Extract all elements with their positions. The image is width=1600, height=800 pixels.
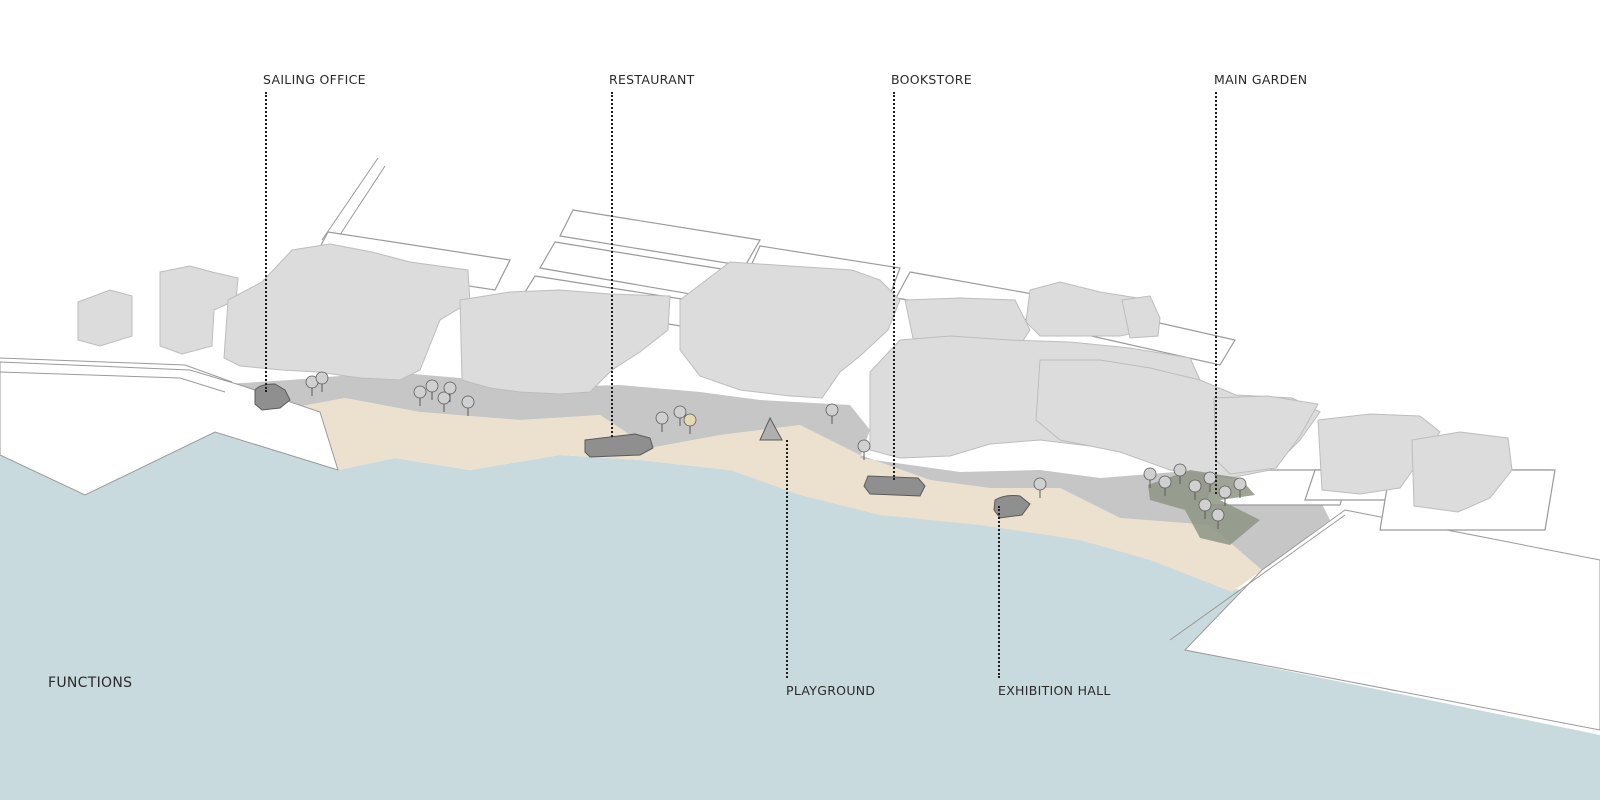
leader-bookstore (893, 92, 895, 480)
leader-sailing-office (265, 92, 267, 392)
label-main-garden: MAIN GARDEN (1214, 72, 1307, 87)
label-playground: PLAYGROUND (786, 683, 875, 698)
leader-main-garden (1215, 92, 1217, 494)
diagram-title: FUNCTIONS (48, 675, 132, 691)
leader-exhibition-hall (998, 506, 1000, 678)
leader-restaurant (611, 92, 613, 437)
leader-playground (786, 440, 788, 678)
label-restaurant: RESTAURANT (609, 72, 695, 87)
label-bookstore: BOOKSTORE (891, 72, 972, 87)
label-exhibition-hall: EXHIBITION HALL (998, 683, 1111, 698)
label-sailing-office: SAILING OFFICE (263, 72, 366, 87)
